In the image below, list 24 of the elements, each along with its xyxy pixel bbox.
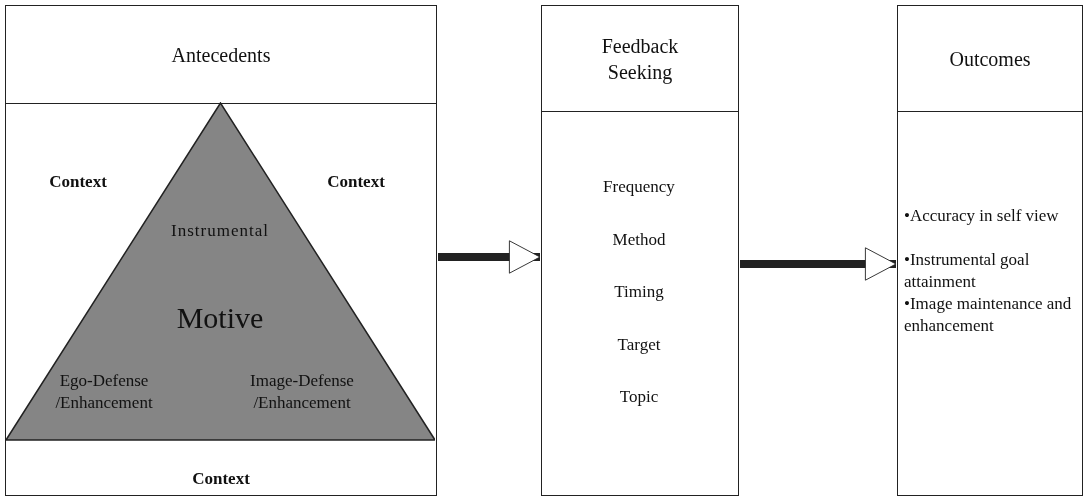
panel-box: [5, 5, 437, 496]
motive-label: Ego-Defense /Enhancement: [54, 370, 154, 414]
list-item: Target: [616, 334, 662, 356]
context-label: Context: [326, 171, 386, 193]
list-item: Method: [611, 229, 667, 251]
motive-triangle: [6, 102, 435, 441]
list-item: Timing: [613, 281, 665, 303]
panel-heading: Outcomes: [898, 6, 1082, 112]
list-item: Topic: [618, 386, 660, 408]
motive-title: Motive: [175, 300, 265, 336]
panel-box: [541, 5, 739, 496]
block-arrow: [438, 240, 541, 274]
context-label: Context: [48, 171, 108, 193]
context-label: Context: [191, 468, 251, 490]
list-item: •Accuracy in self view: [904, 205, 1060, 227]
list-item: •Image maintenance and enhancement: [904, 293, 1073, 337]
list-item: Frequency: [602, 176, 676, 198]
panel-heading: Antecedents: [6, 6, 436, 104]
block-arrow: [740, 247, 897, 281]
panel-heading: Feedback Seeking: [542, 6, 738, 112]
panel-box: [897, 5, 1083, 496]
motive-label: Image-Defense /Enhancement: [249, 370, 355, 414]
motive-label: Instrumental: [170, 220, 270, 242]
list-item: •Instrumental goal attainment: [904, 249, 1031, 293]
